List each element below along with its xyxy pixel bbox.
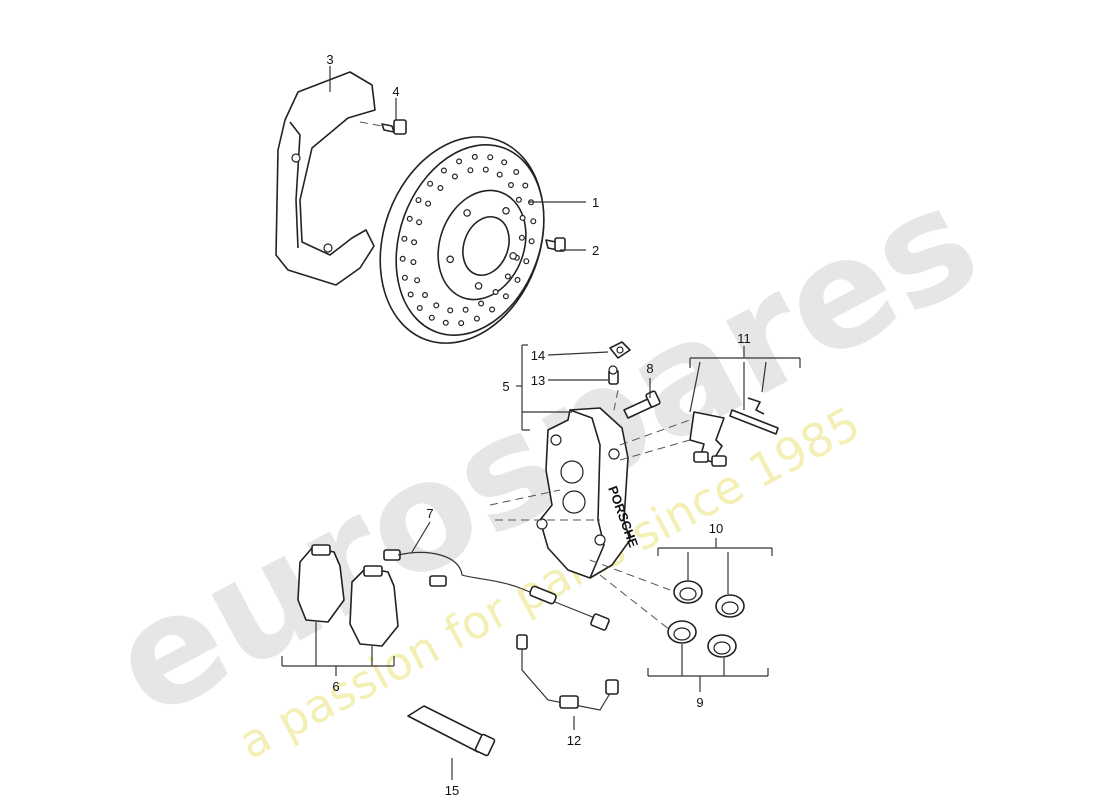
disc-hole — [513, 169, 520, 176]
disc-hole — [451, 173, 458, 180]
disc-hole — [518, 234, 525, 241]
disc-hole — [406, 215, 413, 222]
callout-6: 6 — [332, 679, 339, 694]
disc-hole — [433, 302, 440, 309]
hub-bolt-hole — [509, 252, 517, 260]
disc-hole — [515, 196, 522, 203]
callout-10: 10 — [709, 521, 723, 536]
disc-hole — [437, 185, 444, 192]
disc-hole — [471, 153, 478, 160]
disc-hole — [467, 167, 474, 174]
brake-disc — [379, 136, 545, 344]
bleed-valve — [608, 365, 619, 385]
leader-lines — [281, 66, 801, 780]
disc-hole — [399, 255, 406, 262]
callout-5: 5 — [502, 379, 509, 394]
callout-4: 4 — [392, 84, 399, 99]
disc-hole — [411, 239, 418, 246]
disc-hole — [487, 154, 494, 161]
disc-hole — [440, 167, 447, 174]
disc-hole — [514, 276, 521, 283]
disc-hole — [401, 235, 408, 242]
callout-9: 9 — [696, 695, 703, 710]
valve-cap — [609, 341, 631, 359]
disc-hole — [496, 171, 503, 178]
callout-1: 1 — [592, 195, 599, 210]
disc-hole — [422, 292, 429, 299]
brake-shield — [275, 71, 376, 286]
disc-hole — [401, 274, 408, 281]
disc-hole — [489, 306, 496, 313]
brake-caliper: PORSCHE — [536, 407, 641, 579]
watermark: eurospares a passion for parts since 198… — [85, 153, 1004, 770]
disc-hole — [504, 273, 511, 280]
hub-bolt-hole — [463, 209, 471, 217]
disc-hole — [502, 293, 509, 300]
callout-8: 8 — [646, 361, 653, 376]
seals — [667, 620, 737, 658]
callout-7: 7 — [426, 506, 433, 521]
retainer-kit — [689, 397, 779, 467]
callout-12: 12 — [567, 733, 581, 748]
callout-3: 3 — [326, 52, 333, 67]
wear-sensor — [383, 549, 610, 631]
hub-bolt-hole — [474, 282, 483, 290]
disc-hole — [530, 218, 537, 225]
callout-13: 13 — [531, 373, 545, 388]
disc-hole — [428, 314, 435, 321]
callout-15: 15 — [445, 783, 459, 798]
callout-11: 11 — [737, 331, 751, 346]
disc-hole — [407, 291, 414, 298]
callout-2: 2 — [592, 243, 599, 258]
disc-hole — [519, 214, 526, 221]
callout-14: 14 — [531, 348, 545, 363]
hub-bolt-hole — [502, 207, 510, 215]
disc-hole — [414, 277, 421, 284]
disc-hole — [523, 258, 530, 265]
disc-hole — [508, 182, 515, 189]
disc-hole — [425, 200, 432, 207]
disc-hole — [528, 238, 535, 245]
assembly-lines — [359, 121, 691, 631]
disc-hole — [442, 319, 449, 326]
callout-labels: 3 4 1 2 14 13 5 8 11 7 10 6 9 12 15 — [326, 52, 750, 798]
disc-screw — [545, 237, 566, 252]
disc-hole — [447, 307, 454, 314]
disc-hole — [462, 306, 469, 313]
disc-hole — [456, 158, 463, 165]
disc-hole — [427, 180, 434, 187]
hub-bolt-hole — [446, 255, 455, 264]
disc-hole — [458, 320, 465, 327]
disc-hole — [501, 159, 508, 166]
disc-hole — [416, 219, 423, 226]
disc-hole — [492, 289, 499, 296]
disc-hole — [522, 182, 529, 189]
disc-hole — [410, 259, 417, 266]
disc-hole — [473, 315, 480, 322]
watermark-brand: eurospares — [85, 153, 1004, 752]
disc-cross-drill-holes — [399, 153, 537, 327]
shield-bolt — [381, 119, 407, 135]
brake-hose — [516, 634, 619, 711]
grease-tube — [407, 705, 496, 757]
disc-hole — [478, 300, 485, 307]
dust-boots — [673, 580, 745, 618]
brake-pads — [297, 544, 399, 647]
disc-hole — [415, 197, 422, 204]
disc-hole — [482, 166, 489, 173]
disc-hole — [416, 305, 423, 312]
